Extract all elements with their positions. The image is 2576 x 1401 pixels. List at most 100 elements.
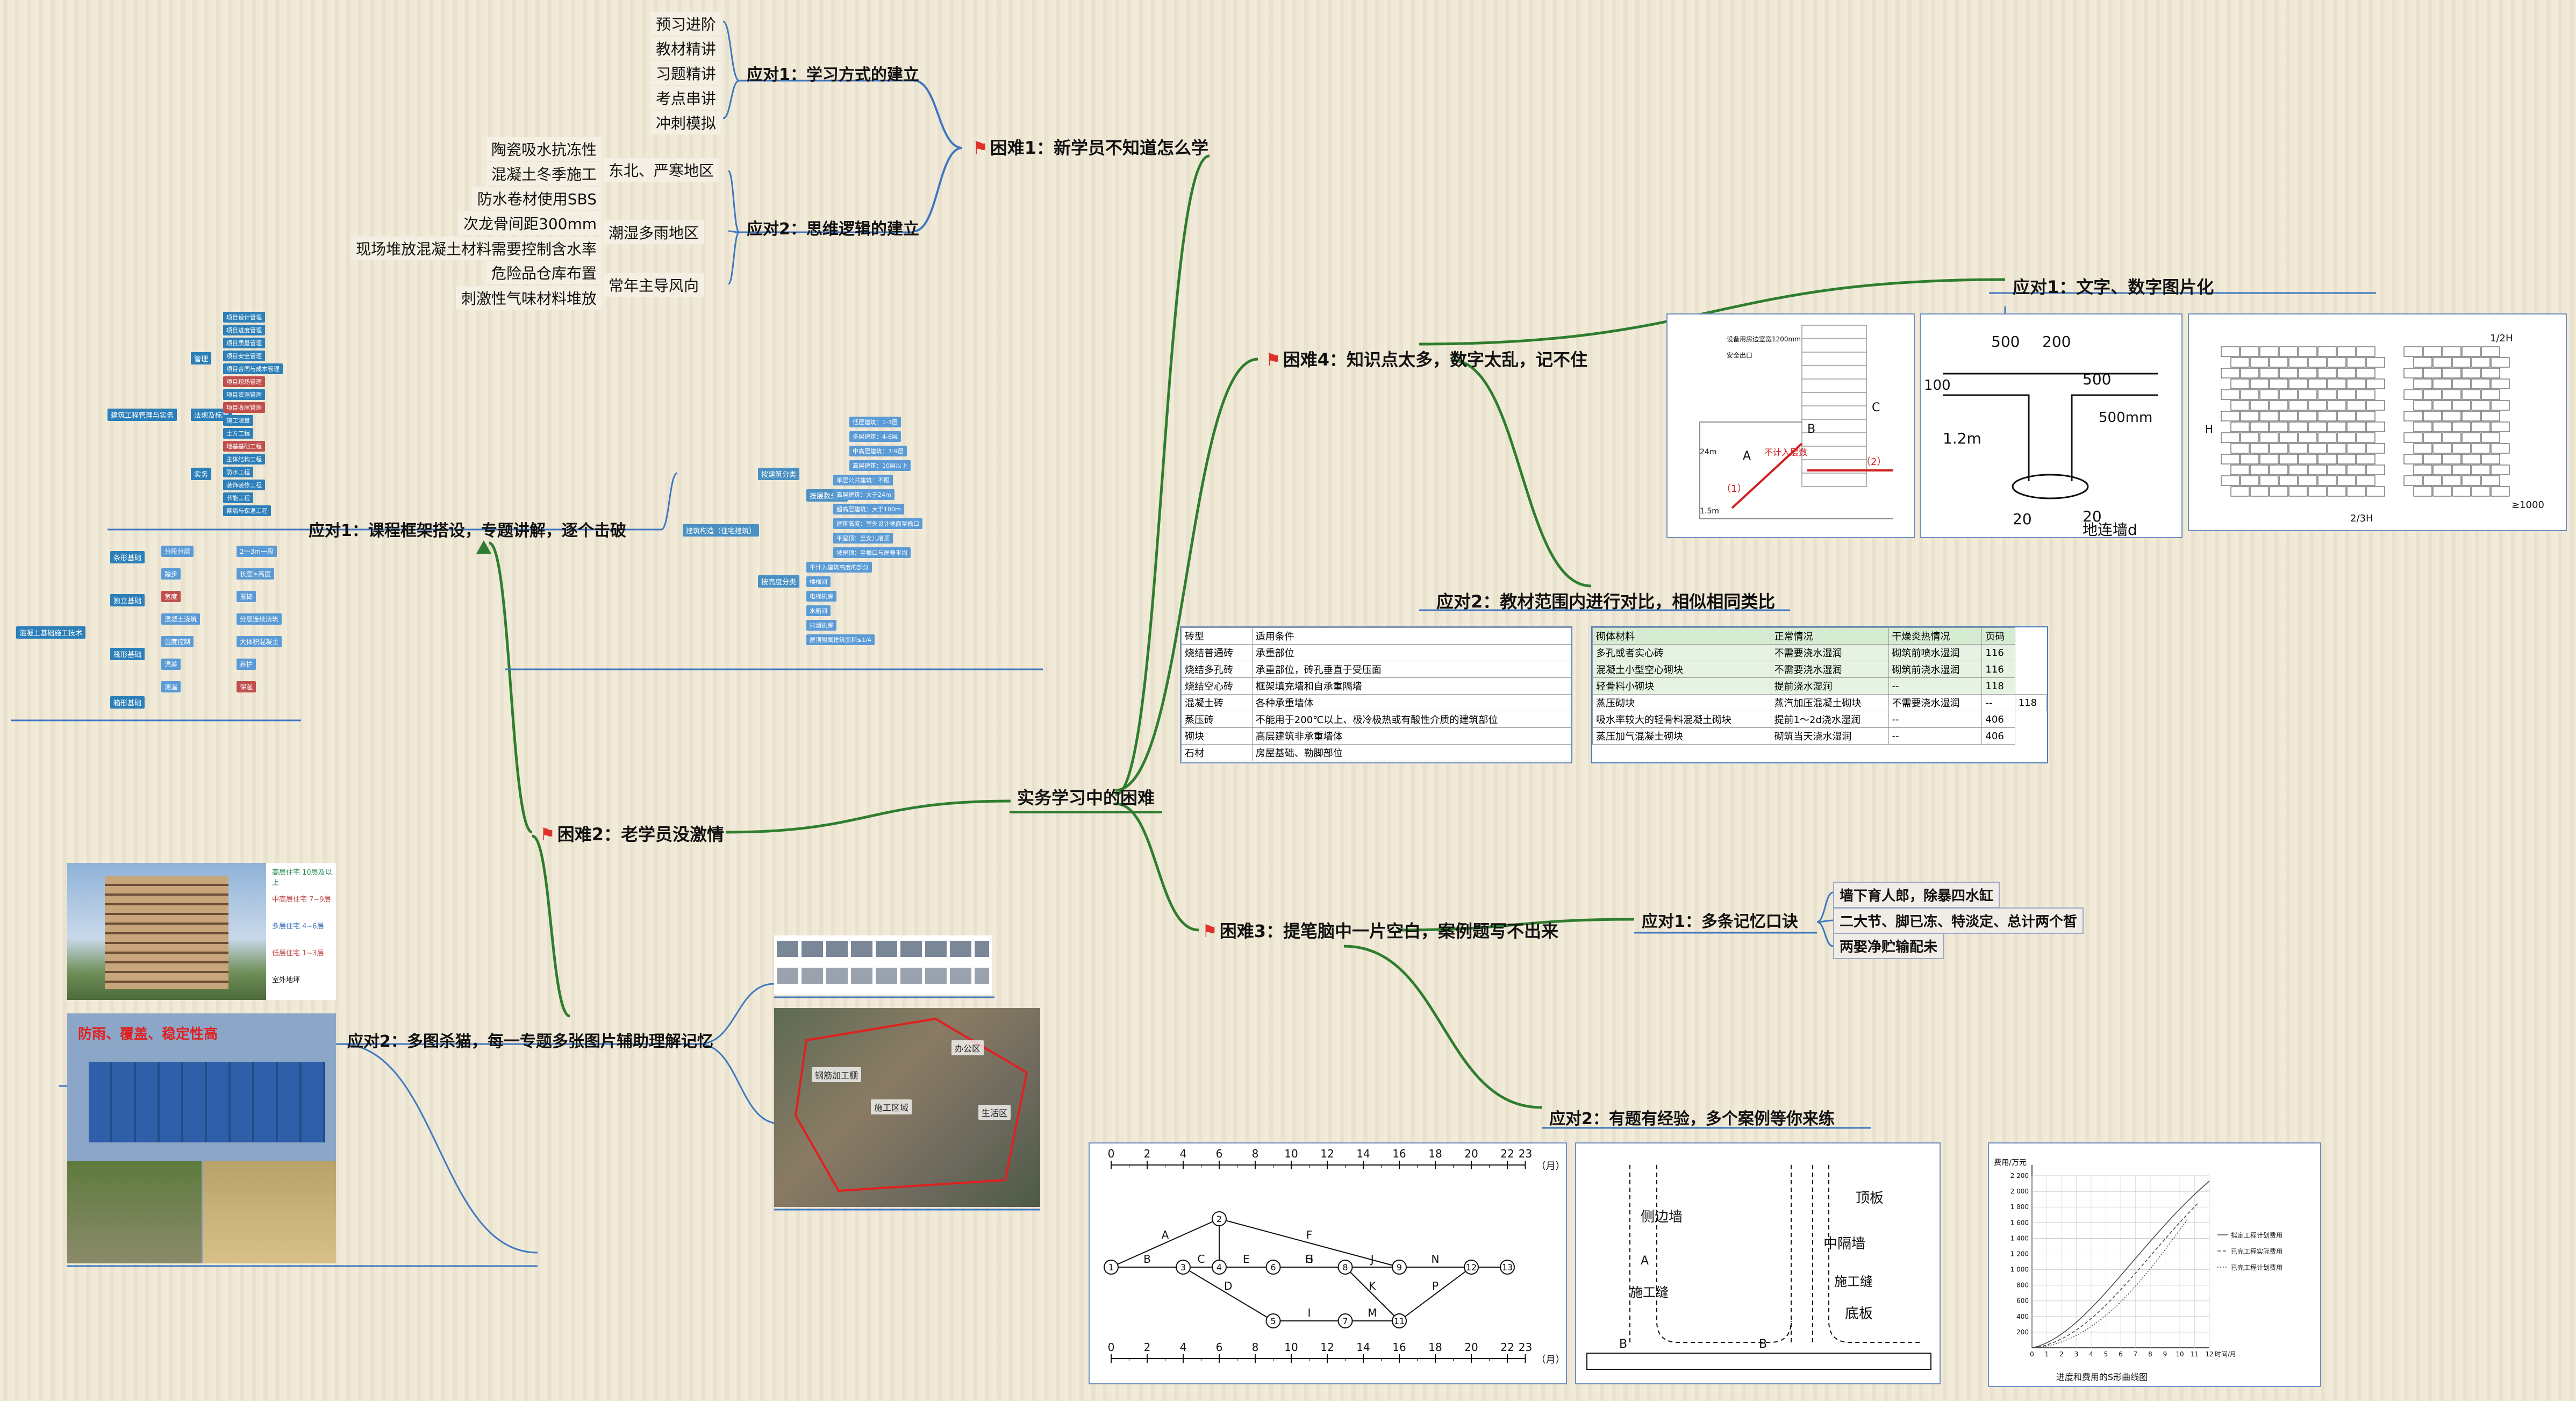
difficulty-1[interactable]: ⚑困难1：新学员不知道怎么学 bbox=[965, 132, 1216, 161]
network-node-label: 3 bbox=[1180, 1262, 1186, 1273]
learning-method-item[interactable]: 预习进阶 bbox=[650, 12, 722, 35]
table-row: 石材房屋基础、勒脚部位 bbox=[1181, 744, 1571, 761]
network-node-label: 9 bbox=[1397, 1262, 1402, 1273]
aerial-label: 施工区域 bbox=[871, 1099, 912, 1114]
d3-response-2[interactable]: 应对2：有题有经验，多个案例等你来练 bbox=[1549, 1110, 1835, 1128]
difficulty-3[interactable]: ⚑困难3：提笔脑中一片空白，案例题写不出来 bbox=[1194, 916, 1566, 945]
table-row: 轻骨料小砌块提前浇水湿润--118 bbox=[1592, 677, 2047, 695]
network-node bbox=[1265, 1313, 1281, 1328]
figure-label: ≥1000 bbox=[2511, 499, 2544, 511]
learning-method-item[interactable]: 冲刺模拟 bbox=[650, 111, 722, 134]
table-header-cell: 砌体材料 bbox=[1592, 627, 1771, 645]
network-tick: 12 bbox=[1320, 1147, 1334, 1160]
network-tick: 4 bbox=[1180, 1341, 1187, 1354]
learning-method-item[interactable]: 教材精讲 bbox=[650, 37, 722, 60]
region-group-item[interactable]: 现场堆放混凝土材料需要控制含水率 bbox=[350, 237, 602, 260]
region-group[interactable]: 常年主导风向 bbox=[603, 273, 705, 297]
region-group[interactable]: 东北、严寒地区 bbox=[603, 158, 720, 182]
difficulty-4[interactable]: ⚑困难4：知识点太多，数字太乱，记不住 bbox=[1258, 344, 1595, 373]
d1-response-1[interactable]: 应对1：学习方式的建立 bbox=[747, 66, 919, 84]
d4-response-1[interactable]: 应对1：文字、数字图片化 bbox=[2013, 277, 2214, 297]
s-curve-ytick: 200 bbox=[2016, 1328, 2029, 1336]
region-group-item[interactable]: 陶瓷吸水抗冻性 bbox=[485, 137, 602, 161]
mnemonic-item[interactable]: 两娶净贮输配未 bbox=[1833, 933, 1944, 959]
mindmap-a-item: 项目进度管理 bbox=[223, 325, 265, 335]
network-node-label: 4 bbox=[1217, 1262, 1222, 1273]
region-group-item[interactable]: 危险品仓库布置 bbox=[485, 261, 602, 284]
s-curve-ytick: 800 bbox=[2016, 1282, 2029, 1289]
table-cell: -- bbox=[1888, 677, 1983, 695]
region-group-item[interactable]: 混凝土冬季施工 bbox=[485, 162, 602, 185]
mindmap-b-branch: 按建筑分类 bbox=[758, 468, 800, 480]
wall-label: B bbox=[1759, 1338, 1767, 1351]
network-tick: 2 bbox=[1144, 1341, 1151, 1354]
building-photo: 高层住宅 10层及以上中高层住宅 7~9层多层住宅 4~6层低层住宅 1~3层室… bbox=[67, 863, 336, 1000]
table-row: 蒸压砌块蒸汽加压混凝土砌块不需要浇水湿润--118 bbox=[1592, 694, 2047, 711]
table-cell: 不需要浇水湿润 bbox=[1770, 661, 1889, 678]
mindmap-c-item: 温度控制 bbox=[161, 636, 194, 647]
d2-response-2[interactable]: 应对2：多图杀猫，每一专题多张图片辅助理解记忆 bbox=[347, 1032, 713, 1051]
mindmap-a-item: 项目资源管理 bbox=[223, 389, 265, 400]
building-class-label: 多层住宅 4~6层 bbox=[269, 919, 336, 932]
building-illustration bbox=[67, 863, 266, 1000]
figure-label: （2） bbox=[1861, 456, 1886, 468]
center-topic[interactable]: 实务学习中的困难 bbox=[1010, 782, 1163, 813]
wall-label: 底板 bbox=[1845, 1306, 1873, 1322]
mindmap-a-item: 装饰装修工程 bbox=[223, 480, 265, 490]
d2-response-1[interactable]: 应对1：课程框架搭设，专题讲解，逐个击破 bbox=[309, 521, 626, 540]
s-curve-ytick: 1 800 bbox=[2010, 1203, 2029, 1211]
network-tick: 20 bbox=[1464, 1341, 1478, 1354]
aerial-label: 生活区 bbox=[978, 1105, 1011, 1120]
learning-method-item[interactable]: 习题精讲 bbox=[650, 61, 722, 85]
d4-response-2[interactable]: 应对2：教材范围内进行对比，相似相同类比 bbox=[1436, 591, 1776, 612]
mindmap-b-item: 中高层建筑：7-9层 bbox=[849, 446, 907, 456]
region-group-item[interactable]: 防水卷材使用SBS bbox=[471, 187, 602, 210]
difficulty-2[interactable]: ⚑困难2：老学员没激情 bbox=[532, 819, 732, 848]
network-unit: （月） bbox=[1536, 1161, 1565, 1172]
activity-label: A bbox=[1162, 1228, 1169, 1241]
table-row: 砌块高层建筑非承重墙体 bbox=[1181, 727, 1571, 745]
mindmap-b-item: 水箱间 bbox=[806, 605, 831, 616]
table-header-row: 砌体材料正常情况干燥炎热情况页码 bbox=[1592, 627, 2047, 645]
mindmap-c-branch: 箱形基础 bbox=[110, 696, 145, 709]
table-cell: 框架填充墙和自承重隔墙 bbox=[1251, 677, 1571, 695]
mnemonic-item[interactable]: 墙下育人郎，除暴四水缸 bbox=[1833, 882, 2000, 908]
table-cell: 各种承重墙体 bbox=[1251, 694, 1571, 711]
s-curve-xlabel: 时间/月 bbox=[2215, 1350, 2236, 1358]
s-curve-xtick: 11 bbox=[2191, 1350, 2199, 1358]
s-curve-xtick: 1 bbox=[2045, 1350, 2049, 1358]
learning-method-item[interactable]: 考点串讲 bbox=[650, 86, 722, 110]
activity-label: K bbox=[1369, 1280, 1376, 1292]
table-header-cell: 页码 bbox=[1981, 627, 2015, 645]
s-curve-legend: 拟定工程计划费用 bbox=[2231, 1231, 2282, 1239]
activity-label: G bbox=[1305, 1253, 1314, 1266]
wall-label: 侧边墙 bbox=[1641, 1209, 1683, 1225]
region-group[interactable]: 潮湿多雨地区 bbox=[603, 220, 705, 244]
flag-icon: ⚑ bbox=[540, 824, 555, 845]
network-tick: 22 bbox=[1500, 1341, 1514, 1354]
table-cell: -- bbox=[1888, 727, 1983, 745]
d1-response-2[interactable]: 应对2：思维逻辑的建立 bbox=[747, 220, 919, 239]
network-node bbox=[1500, 1260, 1515, 1275]
mnemonic-item[interactable]: 二大节、脚已冻、特淡定、总计两个皙 bbox=[1833, 907, 2084, 934]
wall-label: A bbox=[1641, 1254, 1649, 1268]
difficulty-1-label: 困难1：新学员不知道怎么学 bbox=[990, 138, 1208, 158]
building-class-label: 室外地坪 bbox=[269, 973, 336, 985]
region-group-item[interactable]: 刺激性气味材料堆放 bbox=[455, 286, 602, 310]
s-curve-xtick: 8 bbox=[2148, 1350, 2152, 1358]
table-cell: 高层建筑非承重墙体 bbox=[1251, 727, 1571, 745]
network-tick: 6 bbox=[1216, 1147, 1223, 1160]
activity-label: D bbox=[1224, 1280, 1232, 1292]
mindmap-b-item: 平屋顶：至女儿墙顶 bbox=[833, 533, 893, 544]
mindmap-b-root: 建筑构造（住宅建筑） bbox=[683, 524, 760, 537]
network-tick: 10 bbox=[1284, 1147, 1298, 1160]
s-curve-xtick: 6 bbox=[2119, 1350, 2123, 1358]
d3-response-1[interactable]: 应对1：多条记忆口诀 bbox=[1642, 912, 1798, 931]
region-group-item[interactable]: 次龙骨间距300mm bbox=[458, 211, 602, 235]
mindmap-b-branch: 按高度分类 bbox=[758, 575, 800, 588]
mindmap-b-item: 排烟机房 bbox=[806, 620, 836, 631]
